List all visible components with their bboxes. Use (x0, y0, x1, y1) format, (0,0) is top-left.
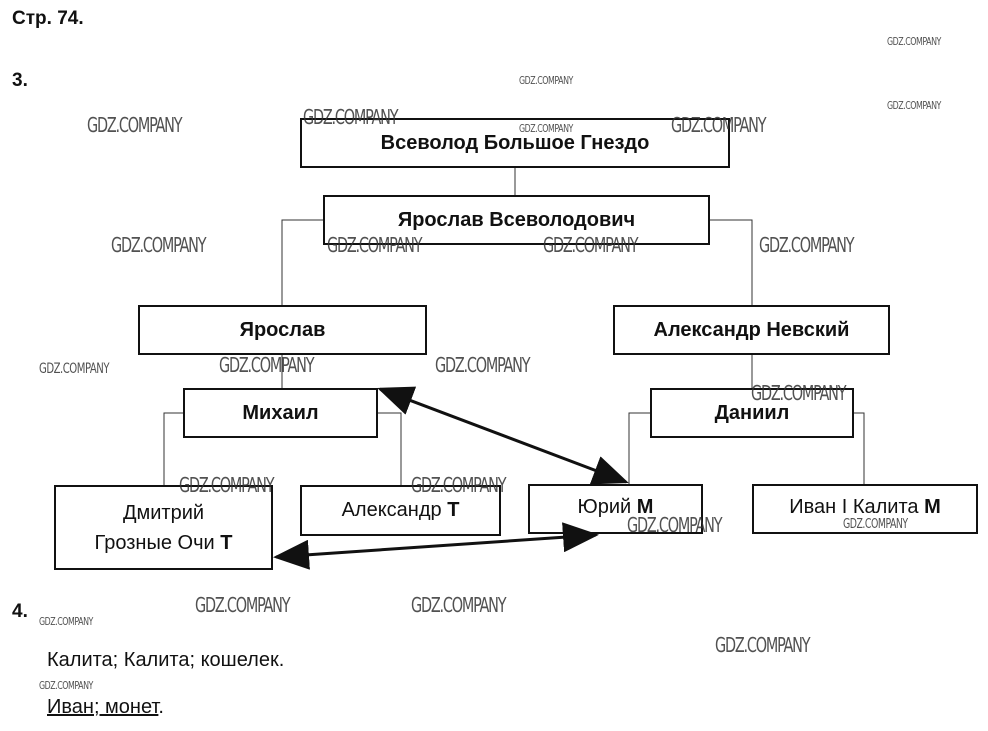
node-label: Юрий (577, 496, 632, 518)
mark-m: М (924, 496, 941, 518)
node-yaroslav-vsevolodovich: Ярослав Всеволодович (323, 195, 710, 245)
node-daniil: Даниил (650, 388, 854, 438)
watermark: GDZ.COMPANY (519, 122, 573, 135)
underlined-answer: Иван; монет (47, 696, 159, 718)
watermark: GDZ.COMPANY (843, 517, 908, 532)
connector (378, 412, 402, 485)
connector (710, 219, 753, 305)
watermark: GDZ.COMPANY (519, 74, 573, 87)
connector (628, 412, 650, 484)
answer-period: . (158, 696, 164, 718)
node-alexander: Александр Т (300, 485, 501, 536)
watermark: GDZ.COMPANY (219, 353, 315, 377)
node-dmitry: Дмитрий Грозные Очи Т (54, 485, 273, 570)
mark-t: Т (220, 531, 233, 554)
watermark: GDZ.COMPANY (179, 473, 275, 497)
mark-m: М (636, 496, 654, 518)
node-yury: Юрий М (528, 484, 703, 534)
watermark: GDZ.COMPANY (751, 381, 847, 405)
node-label: Ярослав (239, 318, 326, 341)
watermark: GDZ.COMPANY (715, 633, 811, 657)
watermark: GDZ.COMPANY (887, 99, 941, 112)
node-label: Иван I Калита (789, 496, 919, 518)
watermark: GDZ.COMPANY (411, 473, 507, 497)
watermark: GDZ.COMPANY (111, 233, 207, 257)
watermark: GDZ.COMPANY (759, 233, 855, 257)
watermark: GDZ.COMPANY (411, 593, 507, 617)
node-label: Всеволод Большое Гнездо (380, 131, 650, 154)
node-label: Михаил (242, 401, 319, 424)
watermark: GDZ.COMPANY (887, 35, 941, 48)
watermark: GDZ.COMPANY (671, 113, 767, 137)
node-mikhail: Михаил (183, 388, 378, 438)
node-yaroslav: Ярослав (138, 305, 427, 355)
mark-t: Т (447, 499, 460, 521)
watermark: GDZ.COMPANY (627, 513, 723, 537)
answer-line-1: Калита; Калита; кошелек. (47, 649, 285, 671)
node-alexander-nevsky: Александр Невский (613, 305, 890, 355)
page-number: Стр. 74. (12, 8, 84, 29)
node-label: Ярослав Всеволодович (397, 208, 636, 231)
watermark: GDZ.COMPANY (87, 113, 183, 137)
watermark: GDZ.COMPANY (303, 105, 399, 129)
watermark: GDZ.COMPANY (435, 353, 531, 377)
task-4-number: 4. (12, 601, 28, 622)
node-label: Дмитрий (122, 501, 205, 524)
node-label: Александр (341, 499, 442, 521)
watermark: GDZ.COMPANY (39, 615, 93, 628)
watermark: GDZ.COMPANY (39, 679, 93, 692)
node-ivan-kalita: Иван I Калита М (752, 484, 978, 534)
watermark: GDZ.COMPANY (327, 233, 423, 257)
double-arrow (377, 386, 629, 485)
node-vsevolod: Всеволод Большое Гнездо (300, 118, 730, 168)
task-3-number: 3. (12, 70, 28, 91)
watermark: GDZ.COMPANY (543, 233, 639, 257)
watermark: GDZ.COMPANY (195, 593, 291, 617)
node-label: Александр Невский (653, 318, 850, 341)
answer-line-2: Иван; монет. (47, 696, 164, 719)
node-label: Грозные Очи (94, 531, 215, 554)
double-arrow (273, 522, 599, 570)
connector (163, 412, 183, 485)
watermark: GDZ.COMPANY (39, 361, 109, 377)
connector (854, 412, 865, 484)
connector (281, 219, 323, 305)
node-label: Даниил (714, 401, 790, 424)
